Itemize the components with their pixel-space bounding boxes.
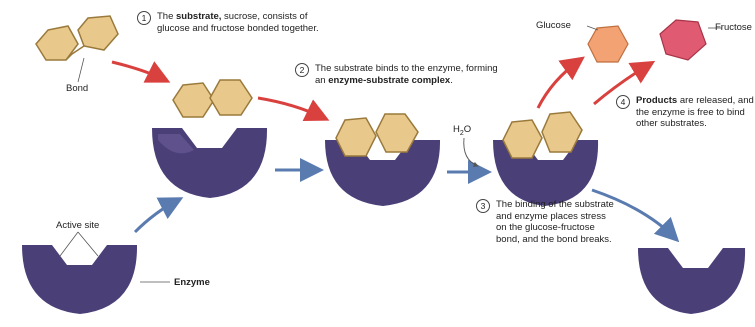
arrow-substrate-to-enzyme [112, 62, 165, 80]
step-4-number: 4 [616, 95, 630, 109]
arrow-enzyme-to-enzyme1 [135, 200, 178, 232]
enzyme-label: Enzyme [174, 277, 210, 289]
water-label: H2O [453, 124, 471, 139]
enzyme-substrate-complex [336, 114, 418, 156]
water-arrow [464, 138, 478, 166]
glucose-label: Glucose [536, 20, 571, 32]
step-2-text: The substrate binds to the enzyme, formi… [315, 63, 500, 86]
enzyme-4 [22, 245, 137, 314]
arrow-to-complex [258, 98, 324, 118]
step-4-text: Products are released, and the enzyme is… [636, 95, 754, 130]
enzyme-1 [152, 128, 267, 198]
substrate-approaching [173, 80, 252, 117]
step-3-number: 3 [476, 199, 490, 213]
step-1-number: 1 [137, 11, 151, 25]
step-1-text: The substrate, sucrose, consists of gluc… [157, 11, 332, 34]
step-3-text: The binding of the substrate and enzyme … [496, 199, 614, 245]
bond-label: Bond [66, 83, 88, 95]
substrate-bond-breaking [503, 112, 582, 158]
fructose-molecule [660, 20, 706, 60]
enzyme-5 [638, 248, 745, 314]
glucose-molecule [588, 26, 628, 62]
step-2-number: 2 [295, 63, 309, 77]
substrate-sucrose [36, 16, 118, 82]
fructose-label: Fructose [715, 22, 752, 34]
arrow-glucose-release [538, 60, 580, 108]
active-site-label: Active site [56, 220, 99, 232]
